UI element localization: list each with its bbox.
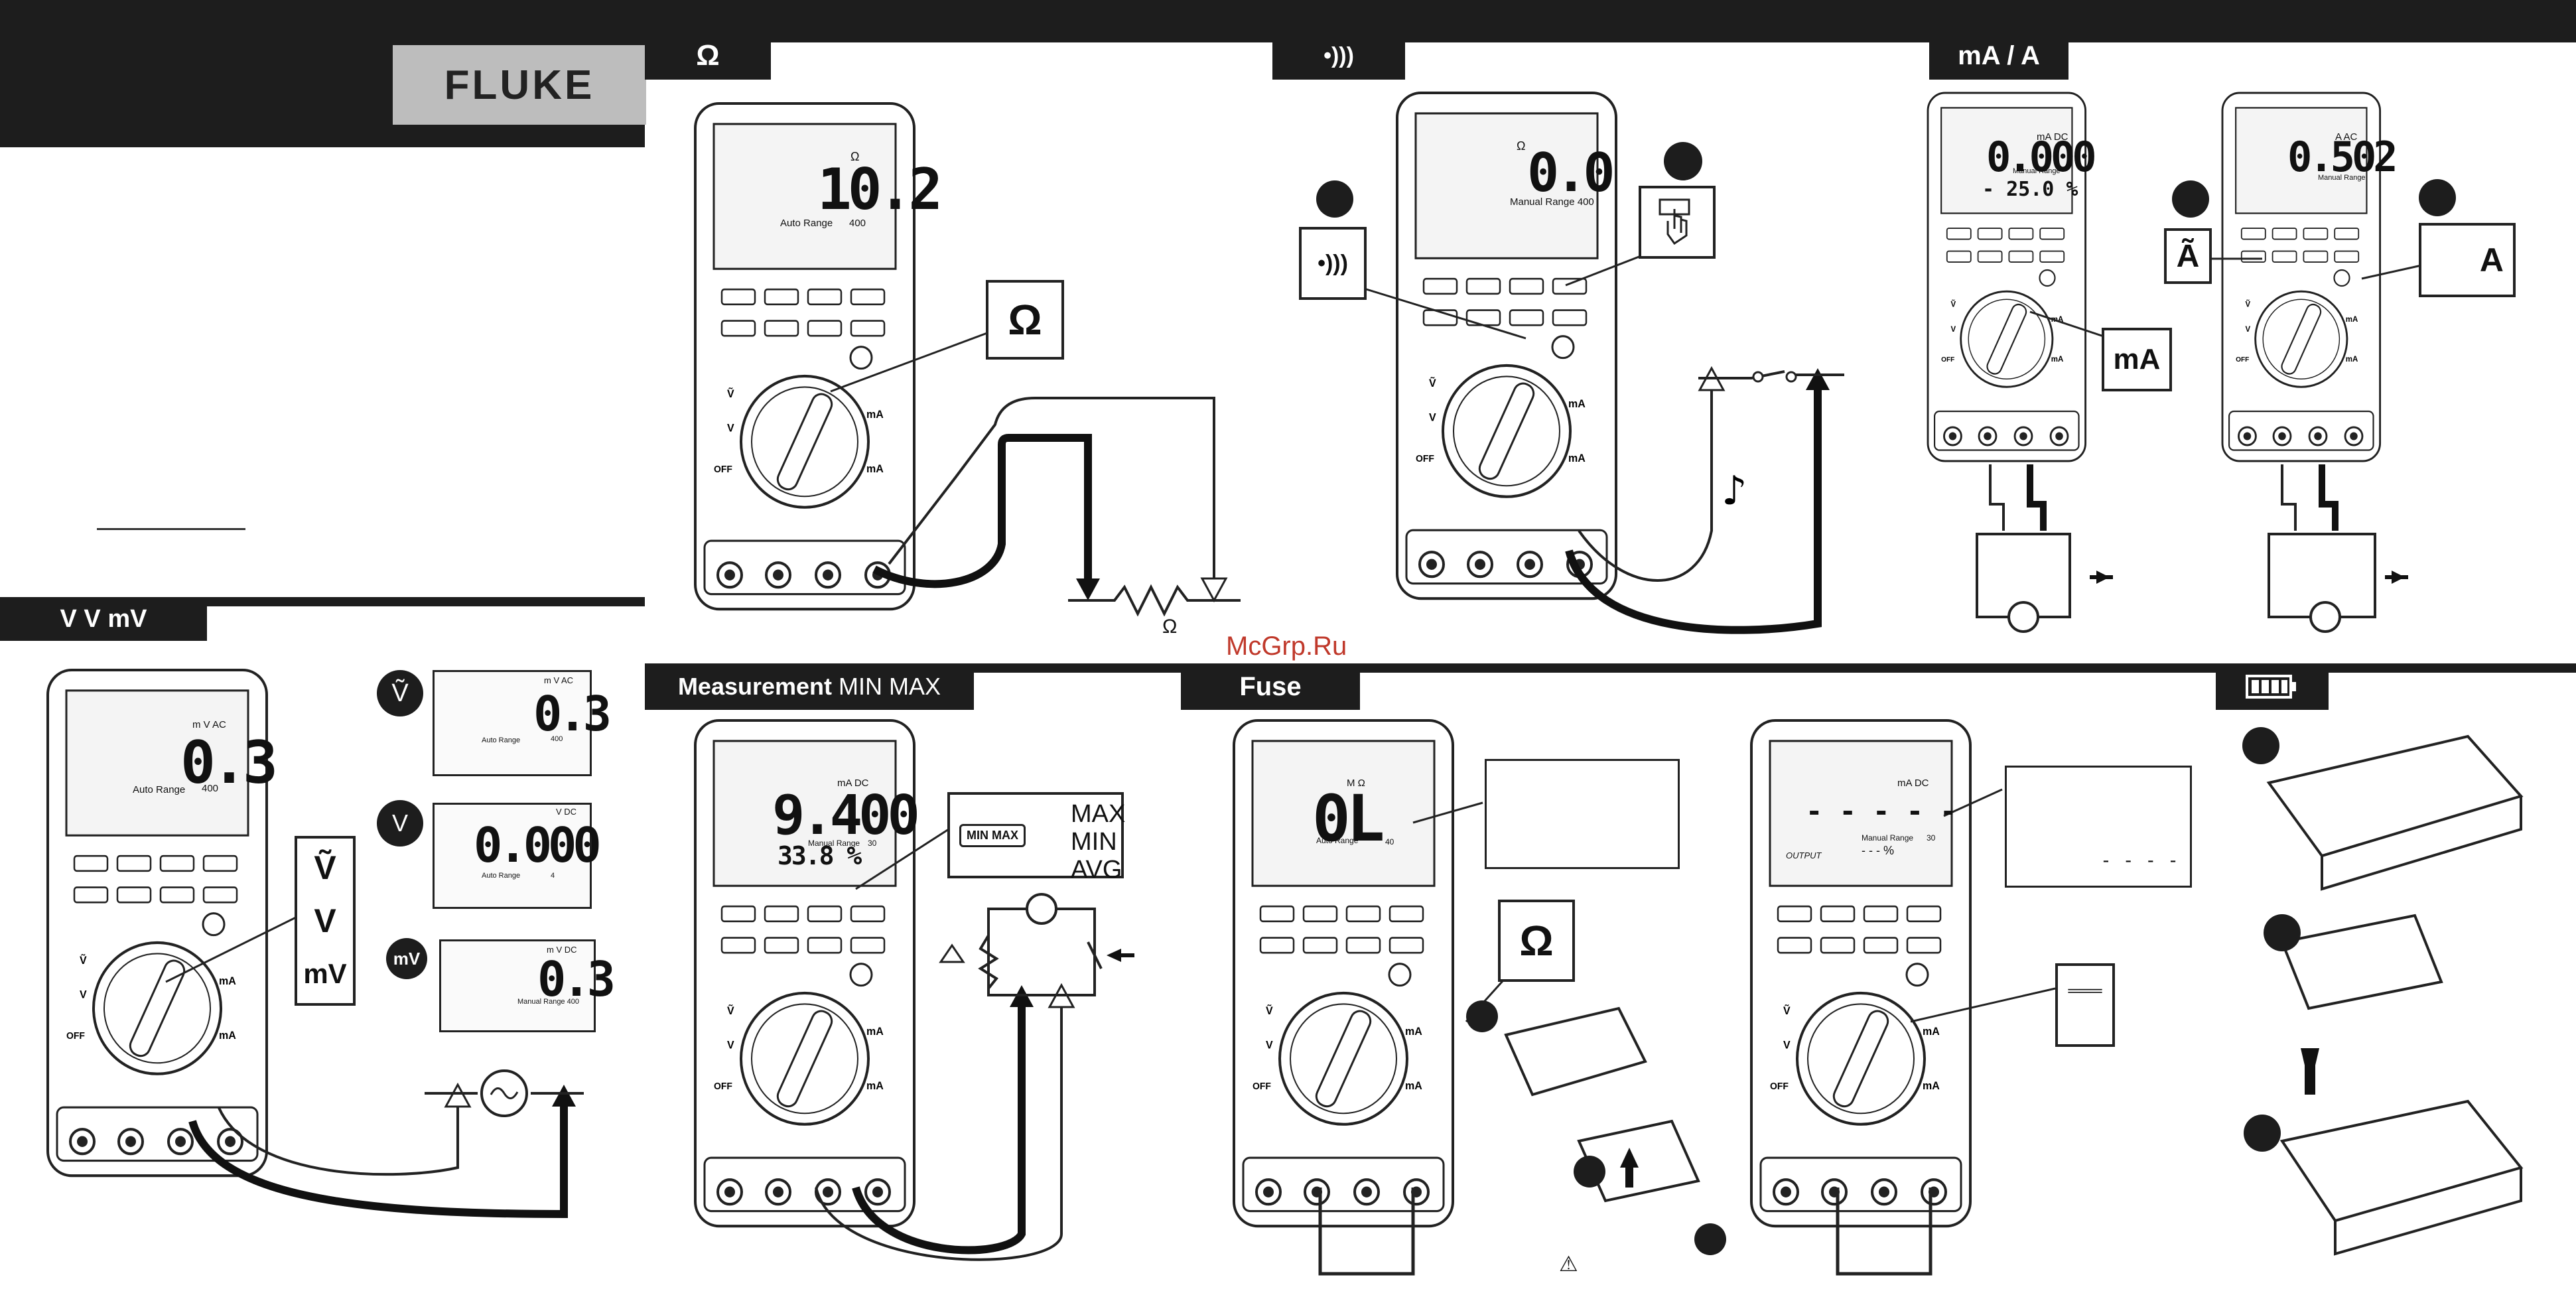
ma-dc-unit: mA DC [2037,131,2068,143]
vdc-icon: V [377,800,423,847]
ma-callout: mA [2102,328,2172,391]
fuse-ohm-callout: Ω [1498,900,1575,982]
a-ac-callout-right: A [2419,223,2516,297]
continuity-callout: •))) [1299,227,1367,300]
voltage-main-range-val: 400 [202,783,219,794]
ma-dc-percent: - 25.0 % [1982,178,2078,201]
vdc-range: Auto Range [482,872,521,880]
fuse-ma-range-val: 30 [1927,833,1936,843]
mvdc-unit: m V DC [547,945,577,955]
ohm-resistor-label: Ω [1162,616,1178,638]
tab-battery [2216,663,2329,710]
divider-right [645,663,2576,673]
ohm-range-val: 400 [849,218,866,229]
vac-reading: 0.3 [533,686,612,742]
vac-symbol: Ṽ [314,849,336,886]
header-bar-top [645,0,2576,42]
continuity-range: Manual Range 400 [1510,196,1594,208]
mvdc-icon: mV [386,938,427,979]
ma-dc-range: Manual Range [2013,167,2061,175]
fuse-ohm-range-val: 40 [1385,837,1394,847]
minmax-range-val: 30 [868,839,877,848]
fuse-ohm-empty-callout [1485,759,1680,869]
vdc-lcd [433,803,592,909]
minmax-percent: 33.8 % [778,841,862,870]
fuse-ma-dc-callout: ═══ [2055,963,2115,1047]
tab-continuity: •))) [1272,32,1405,80]
vdc-symbol: V [314,902,336,939]
hand-press-icon [1659,198,1690,245]
tab-minmax: Measurement MIN MAX [645,663,974,710]
mvdc-symbol: mV [303,958,347,989]
battery-step-2 [2264,914,2301,951]
ohm-callout: Ω [986,280,1064,360]
step-2-marker-a [2419,179,2456,216]
tab-fuse: Fuse [1181,663,1360,710]
signature-line [97,528,245,530]
voltage-mode-callout: Ṽ V mV [295,836,356,1006]
svg-text:♪: ♪ [1722,468,1747,514]
ohm-reading: 10.2 [817,157,943,223]
warning-icon: ⚠ [1559,1252,1578,1276]
voltage-main-unit: m V AC [192,719,226,730]
tab-current: mA / A [1929,32,2068,80]
mvdc-lcd [439,939,596,1032]
mvdc-range: Manual Range 400 [517,998,579,1006]
watermark: McGrp.Ru [1226,632,1347,661]
fuse-step-3 [1694,1223,1726,1255]
minmax-callout: MIN MAX [947,792,1124,878]
vac-lcd [433,670,592,776]
vac-icon: Ṽ [377,670,423,716]
fuse-step-2 [1574,1156,1605,1188]
battery-icon [2246,675,2296,699]
a-ac-reading: 0.502 [2287,133,2398,181]
minmax-reading: 9.400 [772,784,920,847]
minmax-unit: mA DC [837,778,869,789]
ma-dc-reading: 0.000 [1986,133,2097,181]
fuse-ma-unit: mA DC [1897,778,1929,789]
vdc-range-val: 4 [551,872,555,880]
minmax-modes: MAX MIN AVG [1071,800,1126,884]
a-ac-unit: A AC [2335,131,2358,143]
tab-voltage: V V mV [0,597,207,641]
fuse-step-1 [1466,1000,1498,1032]
fuse-ma-callout-box [2005,766,2192,888]
logo-text: FLUKE [444,62,595,108]
fluke-logo: FLUKE [393,45,646,125]
continuity-unit: Ω [1517,139,1526,153]
fuse-ma-output: OUTPUT [1786,850,1822,860]
fuse-ma-percent: - - - % [1862,844,1894,857]
vac-unit: m V AC [544,675,574,685]
fuse-ma-reading: - - - - - [1806,795,1957,827]
fuse-ohm-range: Auto Range [1316,836,1359,845]
tab-ohm: Ω [645,32,771,80]
vac-range-val: 400 [551,735,563,743]
continuity-reading: 0.0 [1527,142,1615,204]
battery-step-1 [2242,727,2279,764]
a-ac-callout-left: Ã [2164,228,2212,284]
fuse-ohm-unit: M Ω [1347,778,1365,789]
mvdc-reading: 0.3 [537,951,616,1007]
ohm-range: Auto Range [780,218,833,229]
minmax-range: Manual Range [808,839,860,848]
voltage-main-range: Auto Range [133,784,186,795]
fuse-ohm-reading: 0L [1312,781,1385,856]
voltage-main-reading: 0.3 [180,728,278,797]
a-ac-range: Manual Range [2318,174,2366,182]
fuse-ma-dashes: - - - - [2100,849,2179,871]
vdc-reading: 0.000 [474,817,602,873]
min-max-button[interactable]: MIN MAX [959,823,1026,847]
step-1-marker-ma [2172,180,2209,218]
vac-range: Auto Range [482,736,521,744]
battery-step-3 [2244,1115,2281,1152]
fuse-ma-range: Manual Range [1862,833,1914,843]
vdc-unit: V DC [556,807,577,817]
step-2-marker [1664,142,1702,180]
ohm-unit: Ω [850,150,860,163]
continuity-press-callout [1639,186,1716,259]
step-1-marker [1316,180,1353,218]
